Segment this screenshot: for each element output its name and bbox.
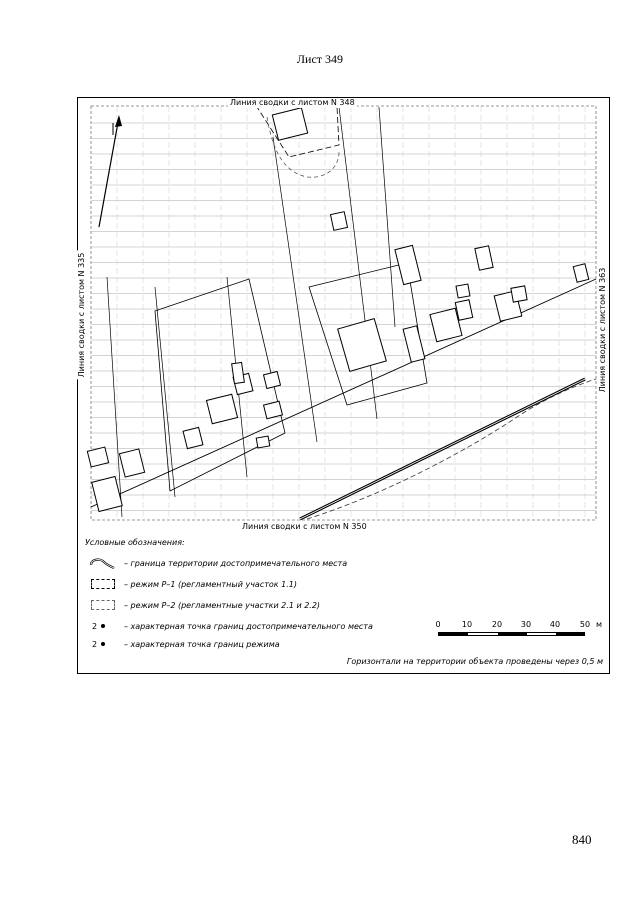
legend-item-point-boundary: 2 – характерная точка границ достопримеч… <box>88 619 373 633</box>
building-footprint <box>337 317 387 373</box>
scale-tick: 20 <box>491 620 503 629</box>
match-line-top-label: Линия сводки с листом N 348 <box>228 98 357 108</box>
sheet-title: Лист 349 <box>296 52 344 66</box>
building-footprint <box>91 475 123 513</box>
building-footprint <box>572 263 590 283</box>
building-footprint <box>262 370 282 390</box>
point-icon: 2 <box>88 619 120 633</box>
building-footprint <box>182 426 204 450</box>
building-footprint <box>454 299 474 321</box>
building-footprint <box>271 107 309 141</box>
point-number: 2 <box>92 639 98 649</box>
gray-dashed-box-icon <box>88 598 120 612</box>
building-footprint <box>118 448 146 478</box>
curve-boundary-icon <box>88 556 120 570</box>
legend-item-boundary: – граница территории достопримечательног… <box>88 556 347 570</box>
scale-tick: 10 <box>461 620 473 629</box>
lot-line <box>106 276 123 518</box>
scale-unit: м <box>596 620 603 629</box>
scale-tick: 0 <box>435 620 441 629</box>
scale-bar: 0 10 20 30 40 50 м <box>435 620 603 650</box>
match-line-left-label: Линия сводки с листом N 335 <box>77 250 87 380</box>
lot-line <box>154 286 176 498</box>
building-footprint <box>329 211 349 231</box>
building-footprint <box>262 400 284 420</box>
parcel-outline <box>154 278 286 492</box>
legend-item-regime-p1: – режим Р–1 (регламентный участок 1.1) <box>88 577 297 591</box>
parcel-outline <box>308 262 428 406</box>
legend-item-text: – режим Р–2 (регламентные участки 2.1 и … <box>124 600 321 610</box>
contour-note: Горизонтали на территории объекта провед… <box>346 657 603 666</box>
point-number: 2 <box>92 621 98 631</box>
north-arrow-icon <box>115 115 122 127</box>
scale-tick: 40 <box>549 620 561 629</box>
lot-line <box>338 106 378 420</box>
legend-item-regime-p2: – режим Р–2 (регламентные участки 2.1 и … <box>88 598 320 612</box>
scale-tick: 50 <box>579 620 591 629</box>
legend-item-text: – характерная точка границ достопримечат… <box>124 621 373 631</box>
contour-curve <box>266 116 340 178</box>
point-icon: 2 <box>88 637 120 651</box>
legend-title: Условные обозначения: <box>85 538 185 547</box>
lot-line <box>272 136 318 443</box>
road-line-center <box>299 378 586 520</box>
building-footprint <box>474 245 494 271</box>
scale-tick: 30 <box>520 620 532 629</box>
page-number: 840 <box>572 832 592 847</box>
building-footprint <box>205 393 239 425</box>
building-footprint <box>394 244 422 286</box>
building-footprint <box>429 307 463 343</box>
dashed-box-icon <box>88 577 120 591</box>
map-drawing <box>86 105 597 521</box>
match-line-bottom-label: Линия сводки с листом N 350 <box>240 522 369 532</box>
building-footprint <box>455 283 471 299</box>
legend-item-text: – граница территории достопримечательног… <box>124 558 348 568</box>
building-footprint <box>402 325 426 363</box>
building-footprint <box>86 446 110 468</box>
building-footprint <box>231 361 245 385</box>
lot-line <box>378 106 396 328</box>
legend-item-point-regime: 2 – характерная точка границ режима <box>88 637 280 651</box>
regime-boundary-line <box>306 378 597 520</box>
legend-item-text: – режим Р–1 (регламентный участок 1.1) <box>124 579 297 589</box>
match-line-right-label: Линия сводки с листом N 363 <box>598 265 608 395</box>
legend: Условные обозначения: – граница территор… <box>78 534 609 672</box>
map-frame <box>77 97 610 674</box>
scale-bar-graphic <box>438 632 585 636</box>
building-footprint <box>510 285 528 303</box>
north-arrow-line <box>98 116 120 228</box>
legend-item-text: – характерная точка границ режима <box>124 639 280 649</box>
building-footprint <box>255 435 271 449</box>
map-area <box>77 97 610 533</box>
